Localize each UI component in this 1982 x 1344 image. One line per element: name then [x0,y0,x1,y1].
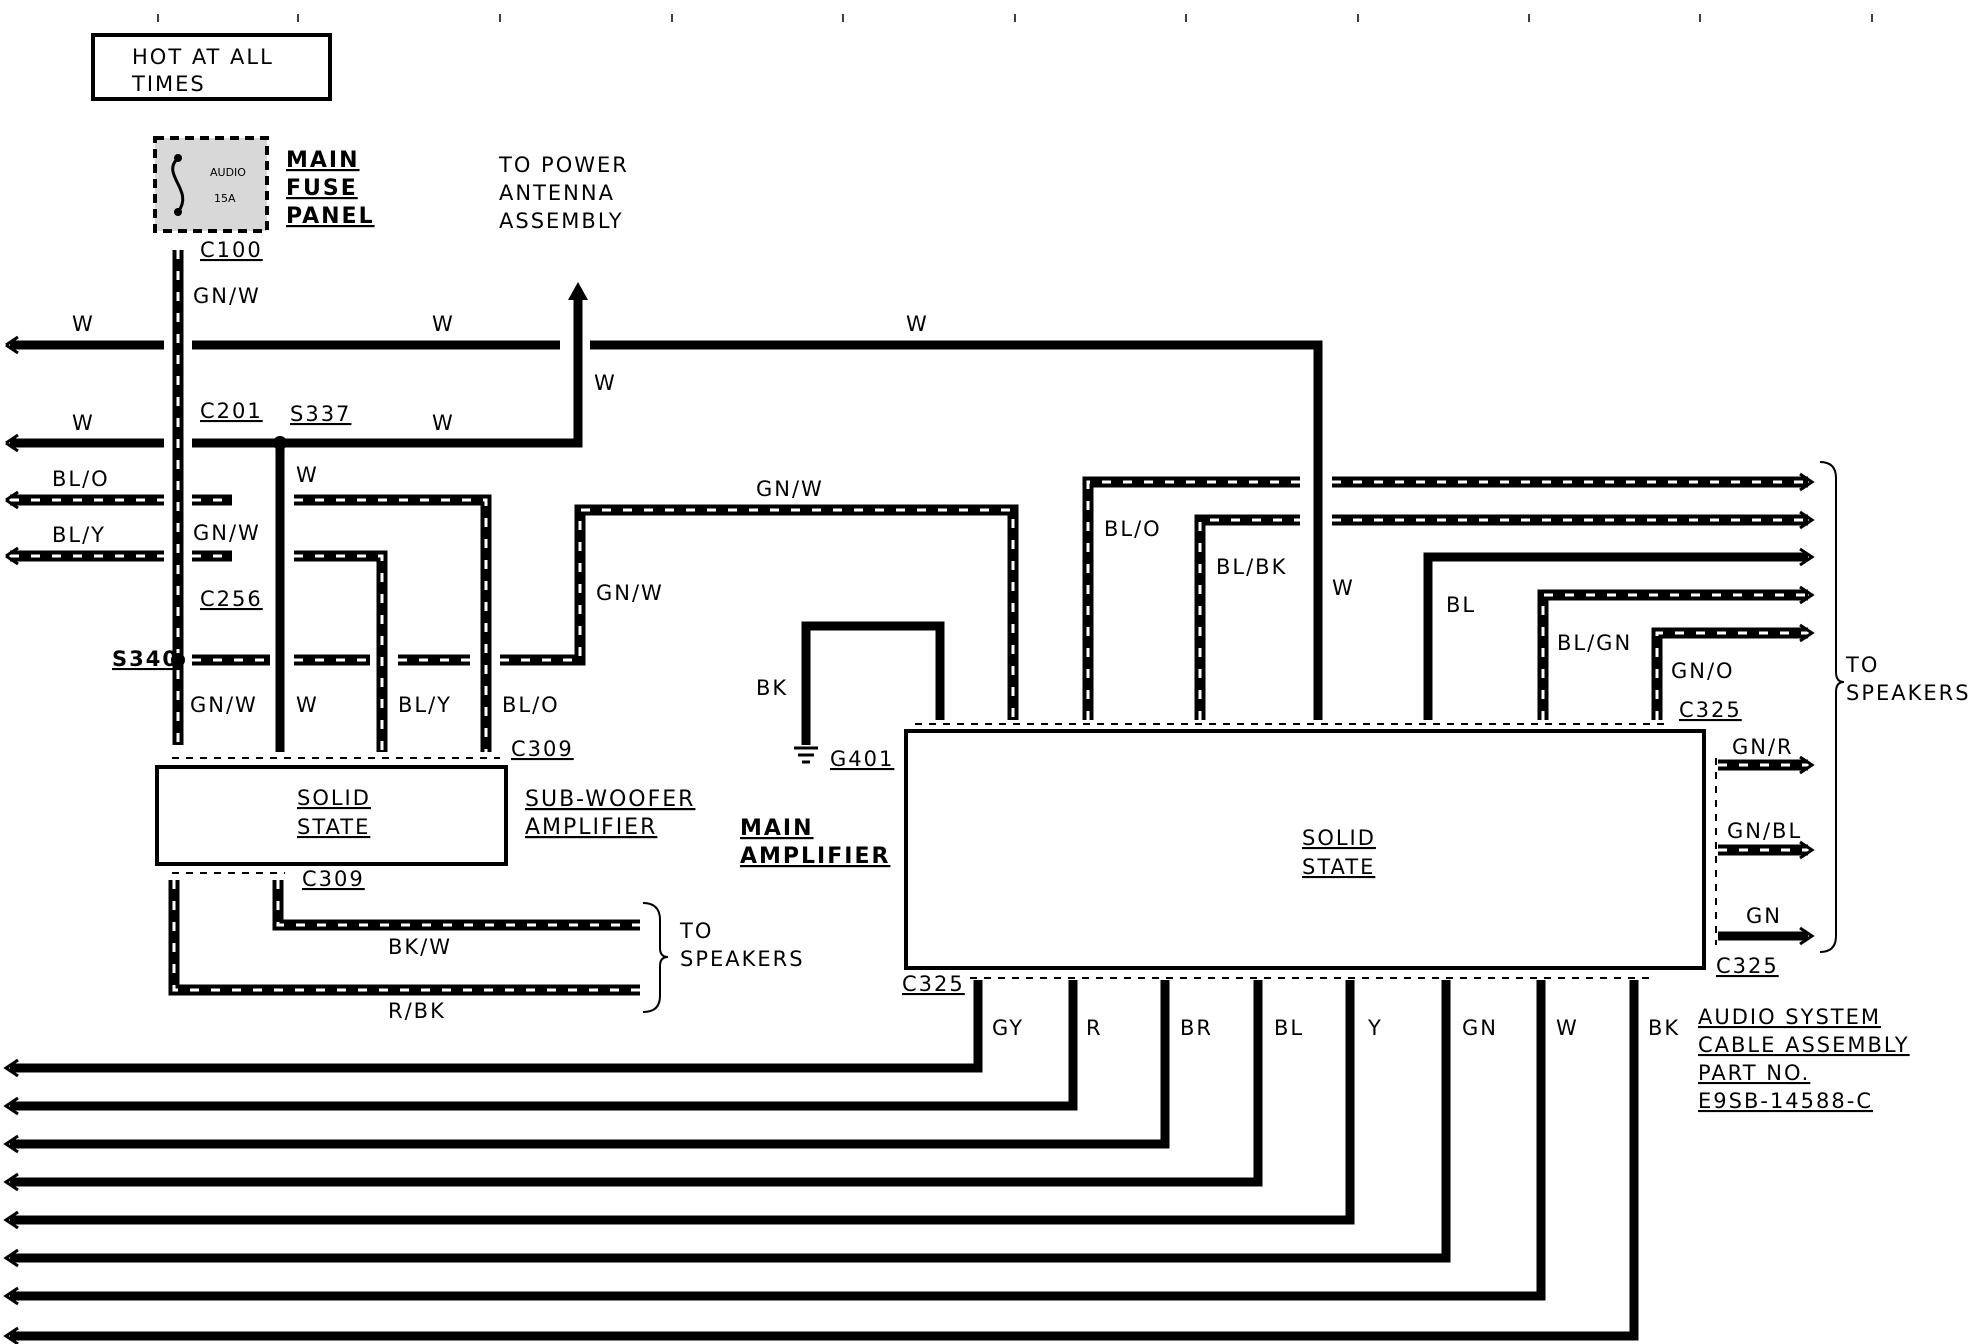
wire-label-bl-o-1: BL/O [52,467,110,491]
wire-label-gn-w-top: GN/W [193,284,261,308]
subwoofer-amplifier-box [155,765,508,866]
cable-label-line3: PART NO. [1698,1061,1810,1085]
antenna-line3: ASSEMBLY [499,209,624,233]
connector-c325-top: C325 [1679,698,1742,722]
cable-assembly-wires [10,980,1639,1341]
wire-label-w-s337: W [296,463,319,487]
wire-label-y: Y [1367,1016,1383,1040]
wire-label-gn-w-mid: GN/W [193,521,261,545]
wire-label-bk-cable: BK [1648,1016,1680,1040]
subwoofer-name-line2: AMPLIFIER [525,815,657,840]
main-amp-name-line2: AMPLIFIER [740,844,890,869]
connector-g401: G401 [830,747,894,771]
wire-label-bl-y-1: BL/Y [52,523,106,547]
subwoofer-state-line2: STATE [297,815,370,839]
wire-label-gn-w-drop: GN/W [596,581,664,605]
wire-label-gn: GN [1746,904,1782,928]
hot-label-line1: HOT AT ALL [132,45,274,69]
wire-label-w-3: W [906,312,929,336]
wire-label-gn-o: GN/O [1671,659,1735,683]
main-amp-name-line1: MAIN [740,816,814,841]
connector-c100: C100 [200,238,263,262]
wire-label-gn-w-c309: GN/W [190,693,258,717]
wire-label-w-2: W [432,312,455,336]
connector-c201: C201 [200,399,263,423]
fuse-rating: 15A [214,192,236,205]
connector-c309-bottom: C309 [302,867,365,891]
wire-label-bl-y-c309: BL/Y [398,693,452,717]
fuse-name: AUDIO [210,166,246,179]
fuse-box [153,136,269,233]
subwoofer-name-line1: SUB-WOOFER [525,787,695,812]
wire-label-bl-cable: BL [1274,1016,1304,1040]
top-tick-marks [157,14,1873,22]
splice-s340 [171,653,185,667]
cable-label-line2: CABLE ASSEMBLY [1698,1033,1910,1057]
wire-label-bl-o-c309: BL/O [502,693,560,717]
arrowheads-right-top [1799,472,1815,643]
wire-label-bk-ground: BK [756,676,788,700]
wire-label-w-c309: W [296,693,319,717]
wire-label-gn-cable: GN [1462,1016,1498,1040]
fuse-panel-line2: FUSE [286,176,358,201]
ground-icon [794,746,818,764]
connector-s337: S337 [290,402,351,426]
connector-c325-right: C325 [1716,954,1779,978]
wire-label-bl-gn: BL/GN [1557,631,1632,655]
fuse-symbol-icon [171,156,185,213]
connector-s340: S340 [112,647,179,671]
wire-label-br: BR [1180,1016,1213,1040]
speakers-left-line1: TO [679,919,713,943]
wire-label-r: R [1086,1016,1103,1040]
fuse-panel-line1: MAIN [286,148,360,173]
main-amplifier-box [904,729,1706,970]
wire-label-w-5: W [432,411,455,435]
connector-c256: C256 [200,587,263,611]
wire-label-gy: GY [992,1016,1024,1040]
wire-label-r-bk: R/BK [388,999,446,1023]
speaker-brace-right [1819,461,1845,953]
antenna-line2: ANTENNA [499,181,615,205]
speakers-right-line1: TO [1845,653,1879,677]
wire-label-w-cable: W [1556,1016,1579,1040]
wire-label-w-main: W [1332,576,1355,600]
cable-label-line4: E9SB-14588-C [1698,1089,1873,1113]
main-amp-state-line1: SOLID [1302,826,1376,850]
wire-label-gn-r: GN/R [1732,735,1794,759]
hot-label-line2: TIMES [131,72,206,96]
cable-label-line1: AUDIO SYSTEM [1698,1005,1881,1029]
wire-label-w-antenna: W [594,371,617,395]
antenna-line1: TO POWER [498,153,629,177]
wire-label-bl: BL [1446,593,1476,617]
connector-c309-top: C309 [511,737,574,761]
speaker-brace-left [642,902,669,1013]
hot-at-all-times-box [91,33,332,101]
connector-c325-bottom: C325 [902,972,965,996]
wire-label-w-1: W [72,312,95,336]
wire-label-w-4: W [72,411,95,435]
speakers-right-line2: SPEAKERS [1846,681,1971,705]
fuse-panel-line3: PANEL [286,204,375,229]
wire-label-bk-w: BK/W [388,935,452,959]
wire-label-bl-o-main: BL/O [1104,517,1162,541]
wire-label-gn-w-amp: GN/W [756,477,824,501]
wire-label-gn-bl: GN/BL [1727,819,1802,843]
wire-label-bl-bk: BL/BK [1216,555,1287,579]
subwoofer-state-line1: SOLID [297,786,371,810]
main-amp-state-line2: STATE [1302,855,1375,879]
speakers-left-line2: SPEAKERS [680,947,805,971]
